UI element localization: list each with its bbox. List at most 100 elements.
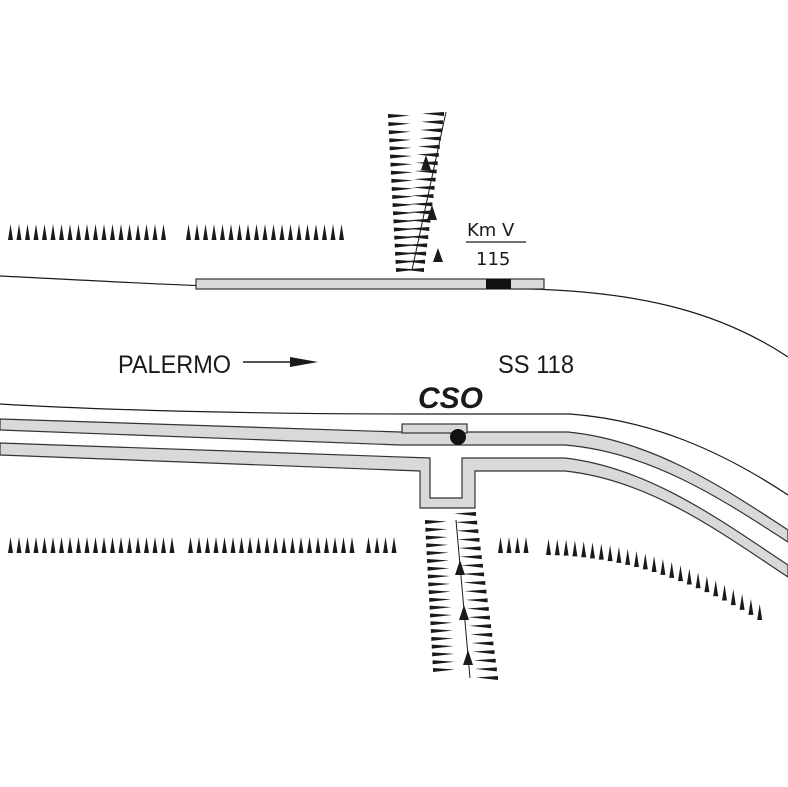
embankment-tick — [581, 541, 587, 558]
embankment-tick — [135, 537, 141, 553]
embankment-tick — [93, 224, 98, 240]
embankment-tick — [118, 537, 124, 553]
embankment-tick — [407, 226, 430, 231]
embankment-tick — [388, 122, 411, 127]
embankment-tick — [430, 613, 453, 618]
embankment-tick — [315, 537, 321, 553]
embankment-tick — [374, 537, 380, 553]
flow-arrow-icon — [427, 205, 437, 220]
embankment-tick — [563, 539, 569, 556]
embankment-tick — [205, 537, 210, 553]
embankment-tick — [366, 537, 371, 553]
embankment-tick — [426, 551, 449, 556]
embankment-tick — [598, 543, 604, 560]
embankment-tick — [470, 632, 493, 637]
band-south-lower — [0, 442, 788, 578]
embankment-tick — [339, 224, 344, 240]
embankment-tick — [84, 537, 90, 553]
embankment-tick — [427, 558, 450, 563]
embankment-tick — [402, 268, 424, 272]
filled-dot-icon — [450, 429, 466, 445]
embankment-tick — [161, 224, 166, 240]
embankment-tick — [757, 604, 763, 620]
embankment-tick — [393, 211, 416, 216]
embankment-tick — [454, 512, 476, 516]
embankment-tick — [669, 561, 675, 578]
embankment-tick — [332, 537, 338, 553]
embankment-tick — [389, 146, 412, 151]
embankment-tick — [391, 537, 397, 553]
embankment-tick — [169, 537, 175, 553]
embankment-tick — [686, 568, 692, 585]
embankment-tick — [84, 224, 90, 240]
embankment-tick — [127, 224, 132, 240]
embankment-tick — [245, 224, 251, 240]
embankment-tick — [279, 224, 285, 240]
flow-arrow-icon — [455, 560, 465, 575]
embankment-tick — [394, 235, 417, 240]
embankment-tick — [110, 224, 115, 240]
embankment-tick — [247, 537, 253, 553]
embankment-tick — [554, 539, 560, 556]
embankment-tick — [281, 537, 287, 553]
embankment-tick — [409, 210, 432, 215]
flow-arrow-icon — [459, 605, 469, 620]
embankment-tick — [59, 537, 64, 553]
embankment-tick — [50, 537, 56, 553]
embankment-tick — [110, 537, 115, 553]
embankment-tick — [469, 624, 492, 629]
embankment-tick — [458, 546, 481, 551]
embankment-tick — [390, 154, 413, 159]
embankment-tick — [152, 537, 158, 553]
embankment-tick — [476, 676, 498, 680]
km-label-top: Km V — [467, 220, 515, 241]
embankment-tick — [230, 537, 236, 553]
embankment-tick — [42, 224, 47, 240]
embankment-tick — [101, 224, 107, 240]
embankment-tick — [273, 537, 278, 553]
direction-label: PALERMO — [118, 351, 231, 379]
embankment-tick — [237, 224, 242, 240]
embankment-tick — [390, 170, 413, 175]
embankment-tick — [425, 527, 448, 532]
stream-north — [388, 111, 447, 272]
embankment-tick — [8, 224, 13, 240]
embankment-tick — [42, 537, 47, 553]
embankment-tick — [127, 537, 132, 553]
embankment-tick — [515, 537, 520, 553]
embankment-ticks-south — [8, 537, 763, 620]
embankment-tick — [395, 251, 418, 256]
embankment-tick — [67, 224, 73, 240]
embankment-tick — [228, 224, 234, 240]
embankment-tick — [473, 658, 496, 663]
embankment-tick — [463, 581, 486, 586]
embankment-tick — [392, 203, 415, 208]
embankment-tick — [341, 537, 346, 553]
embankment-tick — [722, 584, 727, 601]
arrow-right-icon — [243, 357, 318, 367]
embankment-tick — [254, 224, 259, 240]
embankment-tick — [324, 537, 329, 553]
embankment-tick — [523, 537, 529, 553]
embankment-tick — [8, 537, 13, 553]
embankment-tick — [474, 667, 497, 672]
embankment-tick — [388, 130, 411, 135]
embankment-tick — [730, 589, 736, 606]
embankment-tick — [616, 546, 622, 563]
embankment-tick — [704, 576, 710, 593]
embankment-tick — [33, 537, 39, 553]
embankment-tick — [462, 572, 485, 577]
embankment-tick — [144, 224, 149, 240]
embankment-tick — [296, 224, 302, 240]
embankment-tick — [393, 219, 416, 224]
embankment-tick — [256, 537, 261, 553]
embankment-tick — [388, 114, 410, 118]
embankment-tick — [186, 224, 191, 240]
embankment-tick — [76, 224, 81, 240]
embankment-tick — [349, 537, 355, 553]
embankment-tick — [59, 224, 64, 240]
embankment-tick — [695, 572, 701, 589]
embankment-tick — [196, 537, 202, 553]
embankment-tick — [419, 128, 442, 133]
embankment-tick — [406, 235, 429, 240]
